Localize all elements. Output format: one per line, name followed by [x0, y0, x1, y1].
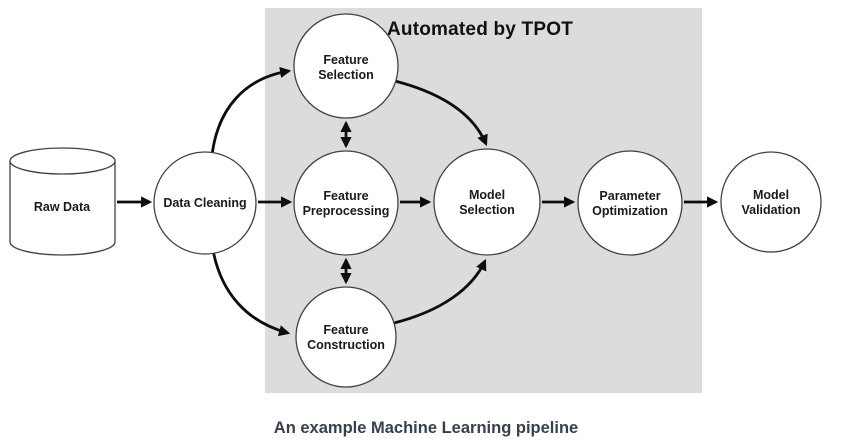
edge-data-cleaning-to-feature-construction [211, 249, 291, 337]
cylinder-body [9, 161, 116, 256]
edge-feature-construction-to-model-selection [393, 258, 487, 325]
node-label: Validation [741, 203, 800, 217]
node-label: Feature [323, 53, 368, 67]
edges [117, 66, 719, 337]
node-circle [153, 151, 257, 255]
node-label: Model [753, 188, 789, 202]
node-circle [293, 13, 399, 119]
node-label: Parameter [599, 189, 660, 203]
node-model-selection: Model Selection [433, 148, 541, 256]
node-raw-data: Raw Data [9, 147, 116, 256]
node-feature-construction: Feature Construction [295, 286, 397, 388]
node-label: Data Cleaning [163, 196, 246, 210]
node-label: Raw Data [34, 200, 91, 214]
node-feature-preprocessing: Feature Preprocessing [293, 150, 399, 256]
edge-feature-selection-to-model-selection [394, 79, 488, 147]
node-label: Feature [323, 189, 368, 203]
node-model-validation: Model Validation [720, 151, 822, 253]
node-label: Preprocessing [303, 204, 390, 218]
node-label: Selection [459, 203, 515, 217]
edge-data-cleaning-to-feature-selection [210, 66, 292, 156]
node-parameter-optimization: Parameter Optimization [577, 150, 683, 256]
node-label: Optimization [592, 204, 668, 218]
diagram-caption: An example Machine Learning pipeline [274, 419, 578, 437]
node-label: Selection [318, 68, 374, 82]
node-label: Feature [323, 323, 368, 337]
node-data-cleaning: Data Cleaning [153, 151, 257, 255]
node-label: Construction [307, 338, 385, 352]
node-circle [577, 150, 683, 256]
cylinder-top [9, 147, 116, 175]
node-feature-selection: Feature Selection [293, 13, 399, 119]
node-circle [295, 286, 397, 388]
tpot-box-title: Automated by TPOT [387, 19, 573, 40]
node-label: Model [469, 188, 505, 202]
node-circle [293, 150, 399, 256]
node-circle [720, 151, 822, 253]
node-circle [433, 148, 541, 256]
